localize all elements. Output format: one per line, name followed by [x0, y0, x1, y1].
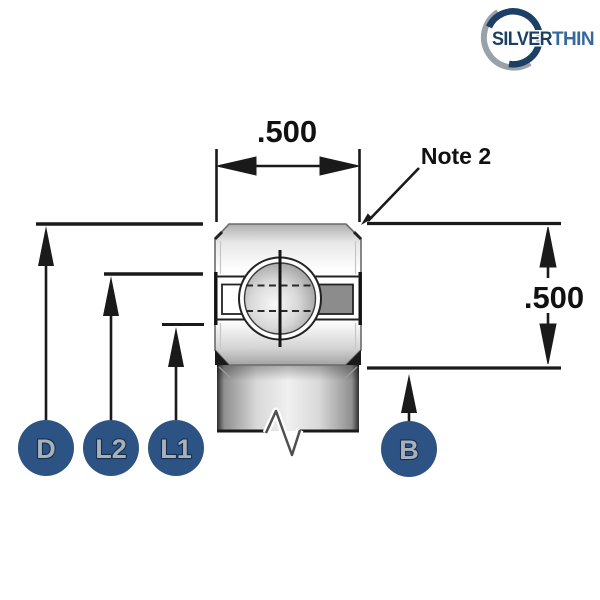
chamfer-top-right: [352, 230, 363, 241]
callout-l2-circle: [83, 420, 139, 476]
leader-line: [367, 167, 420, 222]
callout-l2: L2: [83, 272, 203, 476]
arrowhead-down: [539, 323, 557, 365]
logo-text-silver: SILVER: [492, 28, 552, 50]
chamfer-bottom-right: [346, 350, 361, 365]
note-callout: Note 2: [361, 143, 491, 225]
chamfer-top-left: [213, 230, 224, 241]
callout-b-label: B: [399, 435, 419, 465]
shaft-chamfer-right: [342, 366, 358, 381]
callout-b: B: [381, 374, 437, 477]
callout-l1-arrowhead: [168, 327, 184, 367]
shaft-section: [217, 364, 359, 459]
chamfer-bottom-left: [215, 350, 229, 365]
logo-swoosh-navy-arc: [486, 8, 543, 68]
break-symbol: [264, 409, 302, 457]
brand-logo: SILVERTHIN: [480, 8, 596, 71]
bearing-cross-section: [213, 223, 363, 366]
top-width-dimension: .500: [215, 114, 361, 222]
callout-l2-label: L2: [95, 434, 127, 464]
logo-text-thin: THIN: [552, 28, 594, 50]
callout-d: D: [18, 222, 203, 476]
arrowhead-right: [319, 156, 360, 176]
top-dimension-value: .500: [257, 114, 317, 149]
callout-d-circle: [18, 420, 74, 476]
logo-wordmark: SILVERTHIN: [492, 28, 594, 50]
arrowhead-left: [216, 156, 257, 176]
callout-b-arrowhead: [401, 374, 417, 413]
shaft-chamfer-left: [218, 366, 234, 381]
callout-l1: L1: [148, 323, 204, 476]
leader-arrowhead: [361, 213, 373, 225]
right-dimension-value: .500: [524, 280, 584, 315]
callout-l2-arrowhead: [103, 276, 119, 316]
arrowhead-up: [539, 226, 557, 268]
callout-b-circle: [381, 421, 437, 477]
right-height-dimension: .500: [367, 221, 584, 370]
note-2-label: Note 2: [421, 143, 491, 169]
callout-d-label: D: [36, 434, 56, 464]
callout-l1-label: L1: [160, 434, 192, 464]
callout-l1-circle: [148, 420, 204, 476]
shaft-top-shading: [217, 364, 359, 431]
callout-d-arrowhead: [38, 226, 54, 266]
